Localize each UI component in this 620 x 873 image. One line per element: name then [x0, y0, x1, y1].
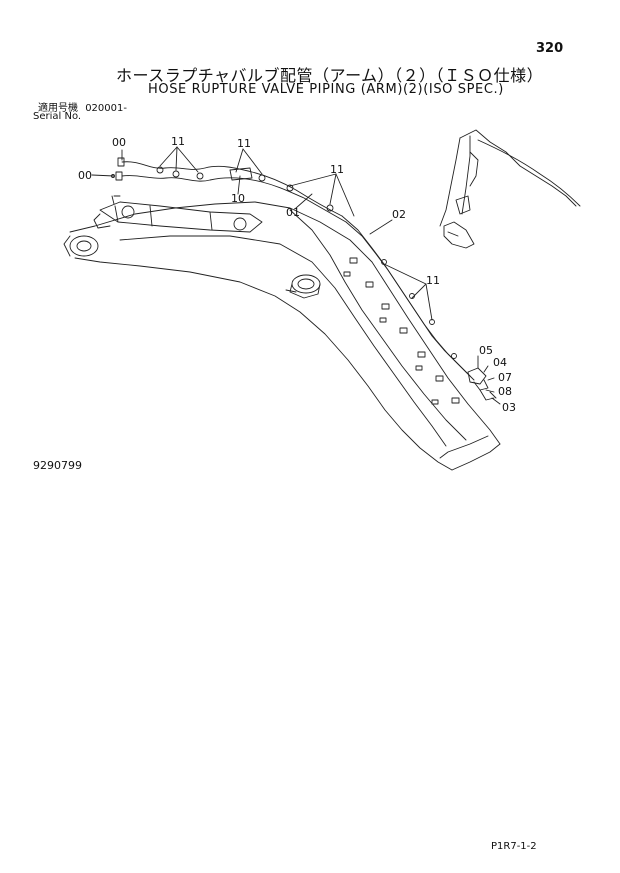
serial-value: 020001- [85, 103, 127, 114]
arm-cylinder [93, 201, 263, 233]
drawing-number: 9290799 [33, 459, 82, 472]
callout-02: 02 [392, 208, 406, 221]
callout-04: 04 [493, 356, 507, 369]
inset-machine [439, 129, 581, 249]
callout-05: 05 [479, 344, 493, 357]
callout-03: 03 [502, 401, 516, 414]
callout-11-c: 11 [330, 163, 344, 176]
serial-label-english: Serial No. [33, 111, 82, 122]
callout-10: 10 [231, 192, 245, 205]
callout-01: 01 [286, 206, 300, 219]
callout-11-d: 11 [426, 274, 440, 287]
serial-label-japanese: 適用号機 020001- [38, 99, 127, 114]
callout-00-top: 00 [112, 136, 126, 149]
upper-hoses [91, 146, 355, 223]
callout-11-a: 11 [171, 135, 185, 148]
serial-label-jp-text: 適用号機 [38, 103, 78, 114]
steel-pipe [341, 215, 475, 381]
title-japanese: ホースラプチャバルブ配管（アーム）（２）（ＩＳＯ仕様） [116, 66, 544, 85]
callout-08: 08 [498, 385, 512, 398]
page-number: 320 [536, 41, 564, 56]
callout-07: 07 [498, 371, 512, 384]
arm-body [63, 201, 501, 471]
callout-11-b: 11 [237, 137, 251, 150]
footer-code: P1R7-1-2 [491, 841, 537, 852]
title-english: HOSE RUPTURE VALVE PIPING (ARM)(2)(ISO S… [148, 82, 504, 97]
callout-00-left: 00 [78, 169, 92, 182]
valve-assembly [467, 355, 501, 405]
